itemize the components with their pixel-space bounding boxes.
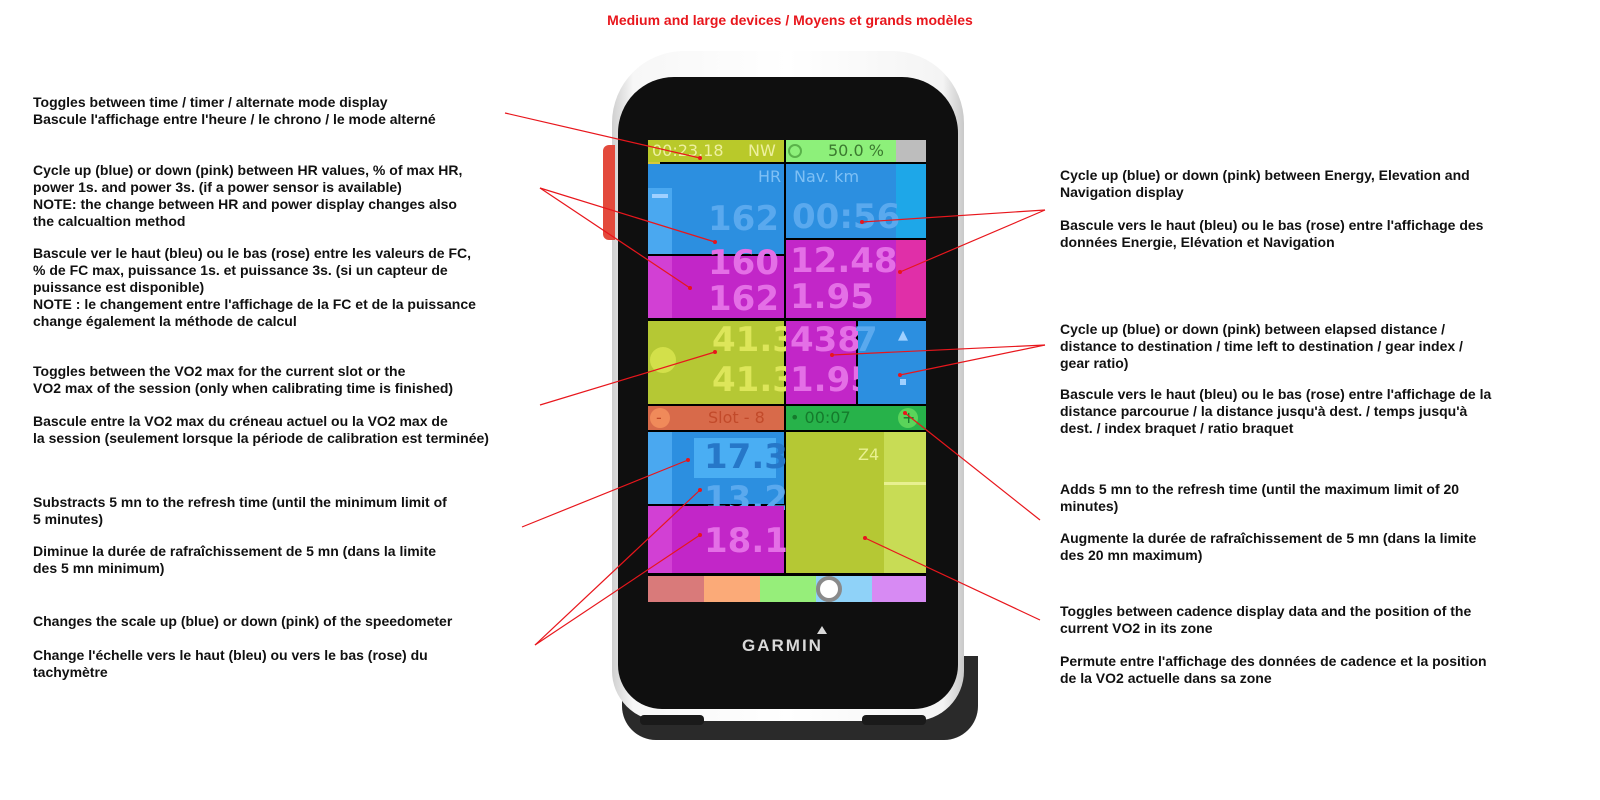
note-hr-cycle-fr: Bascule ver le haut (bleu) ou le bas (ro… — [33, 245, 476, 329]
refresh-field: • 00:07 + — [786, 406, 926, 430]
note-cadence-en: Toggles between cadence display data and… — [1060, 603, 1472, 636]
nav-label: Nav. km — [794, 167, 860, 186]
note-distance-fr: Bascule vers le haut (bleu) ou le bas (r… — [1060, 386, 1492, 436]
zone-marker — [884, 482, 926, 485]
refresh-value: • 00:07 — [790, 408, 851, 427]
note-hr-cycle-en: Cycle up (blue) or down (pink) between H… — [33, 162, 463, 229]
note-distance-en: Cycle up (blue) or down (pink) between e… — [1060, 321, 1463, 371]
vo2-indicator — [650, 347, 676, 373]
nav-side-bar — [896, 164, 926, 238]
note-vo2-en: Toggles between the VO2 max for the curr… — [33, 363, 454, 396]
speed-field-down[interactable]: 18.1 — [648, 506, 788, 573]
note-energy-en: Cycle up (blue) or down (pink) between E… — [1060, 167, 1470, 200]
note-energy-fr: Bascule vers le haut (bleu) ou le bas (r… — [1060, 217, 1484, 250]
nav-value-2: 12.48 — [790, 241, 898, 281]
page-title: Medium and large devices / Moyens et gra… — [607, 12, 973, 28]
minus-label: - — [656, 408, 662, 427]
minus-button[interactable]: - — [650, 408, 670, 428]
device-screen: 00:23.18 NW 50.0 % HR 162 Nav. km 00:56 … — [648, 140, 926, 602]
note-cadence-fr: Permute entre l'affichage des données de… — [1060, 653, 1487, 686]
battery-empty — [896, 140, 926, 162]
brand-logo: GARMIN — [742, 636, 823, 655]
note-minus-en: Substracts 5 mn to the refresh time (unt… — [33, 494, 447, 527]
nav-value-3: 1.95 — [790, 277, 874, 317]
hr-gauge-mark — [652, 194, 668, 198]
note-plus-en: Adds 5 mn to the refresh time (until the… — [1060, 481, 1460, 514]
strip-position-indicator — [816, 576, 842, 602]
hr-field-up[interactable]: HR 162 — [648, 164, 784, 254]
speed-field-up[interactable]: 17.3 13.2 — [648, 432, 788, 516]
hr-field-down[interactable]: 160 162 — [648, 246, 784, 319]
slot-label: Slot - 8 — [708, 408, 765, 427]
heading-value: NW — [748, 141, 776, 160]
time-value: 00:23.18 — [652, 141, 724, 160]
distance-field-down[interactable]: 438 1.95 — [786, 321, 874, 404]
hr-label: HR — [758, 167, 782, 186]
strip-green — [760, 576, 816, 602]
hr-value-1: 162 — [708, 199, 779, 239]
speed-value-1: 17.3 — [704, 437, 788, 477]
plus-button[interactable]: + — [898, 408, 918, 428]
distance-field-up[interactable]: 7 ▲ — [854, 321, 926, 404]
vo2-field[interactable]: 41.3 41.3 — [648, 321, 796, 404]
speed-gauge-down — [648, 506, 672, 573]
slot-field: - Slot - 8 — [648, 406, 784, 430]
nav-side-bar-down — [896, 240, 926, 318]
distance-value-2: 7 — [854, 320, 878, 360]
speed-highlight — [694, 438, 776, 478]
distance-value-1: 438 — [790, 320, 861, 360]
nav-field-up[interactable]: Nav. km 00:56 — [786, 164, 926, 238]
bottom-left-button[interactable] — [640, 715, 704, 725]
zone-bar — [884, 432, 926, 573]
note-minus-fr: Diminue la durée de rafraîchissement de … — [33, 543, 437, 576]
nav-field-down[interactable]: 12.48 1.95 — [786, 240, 926, 318]
strip-orange — [704, 576, 760, 602]
strip-red — [648, 576, 704, 602]
cadence-zone-field[interactable]: Z4 — [786, 432, 926, 573]
hr-value-3: 162 — [708, 279, 779, 319]
plus-label: + — [902, 408, 916, 427]
battery-field: 50.0 % — [786, 140, 926, 162]
note-vo2-fr: Bascule entre la VO2 max du créneau actu… — [33, 413, 489, 446]
note-time-toggle: Toggles between time / timer / alternate… — [33, 94, 436, 127]
side-button[interactable] — [603, 145, 615, 240]
brand-triangle-icon — [817, 626, 827, 634]
nav-value-1: 00:56 — [792, 197, 901, 237]
strip-purple — [872, 576, 926, 602]
vo2-value-1: 41.3 — [712, 320, 796, 360]
note-plus-fr: Augmente la durée de rafraîchissement de… — [1060, 530, 1477, 563]
mountain-icon: ▲ — [898, 328, 908, 343]
speed-gauge — [648, 432, 672, 504]
battery-value: 50.0 % — [828, 141, 884, 160]
hr-value-2: 160 — [708, 243, 779, 283]
vo2-value-2: 41.3 — [712, 360, 796, 400]
zone-label: Z4 — [858, 445, 880, 464]
hr-gauge-down — [648, 256, 672, 318]
gear-dot-icon — [900, 379, 906, 385]
bottom-right-button[interactable] — [862, 715, 926, 725]
speed-value-3: 18.1 — [704, 521, 788, 561]
time-field[interactable]: 00:23.18 NW — [648, 140, 784, 162]
note-scale-en: Changes the scale up (blue) or down (pin… — [33, 613, 453, 629]
note-scale-fr: Change l'échelle vers le haut (bleu) ou … — [33, 647, 428, 680]
battery-icon — [788, 144, 802, 158]
